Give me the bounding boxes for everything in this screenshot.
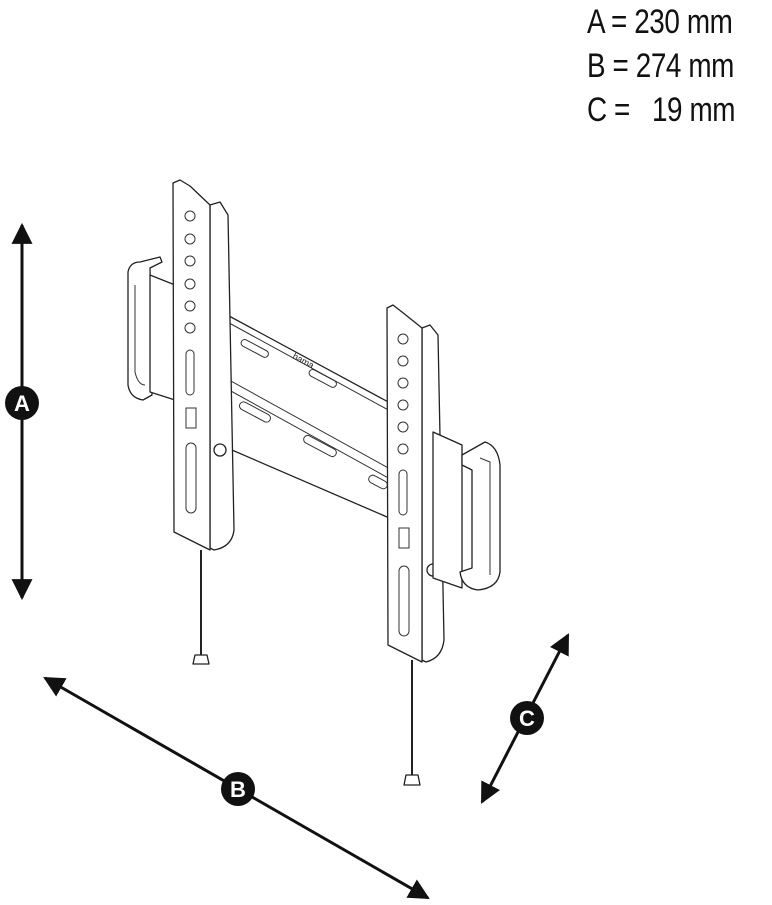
arrow-c: C: [480, 633, 570, 804]
dimension-c: C = 19 mm: [587, 91, 736, 129]
arrow-b: B: [43, 676, 430, 900]
crossbar: hama: [217, 309, 395, 521]
screw-icon: [213, 443, 227, 457]
arrow-label-a: A: [14, 391, 30, 416]
dimensions-legend: A = 230 mm B = 274 mm C = 19 mm: [587, 0, 772, 132]
left-side-bracket: [127, 256, 176, 401]
left-upright: [172, 179, 235, 665]
arrow-a: A: [5, 222, 39, 601]
dimension-a: A = 230 mm: [587, 3, 733, 41]
arrow-label-b: B: [230, 777, 246, 802]
dimension-b: B = 274 mm: [587, 47, 734, 85]
right-side-bracket: [432, 431, 501, 591]
arrow-label-c: C: [519, 706, 535, 731]
